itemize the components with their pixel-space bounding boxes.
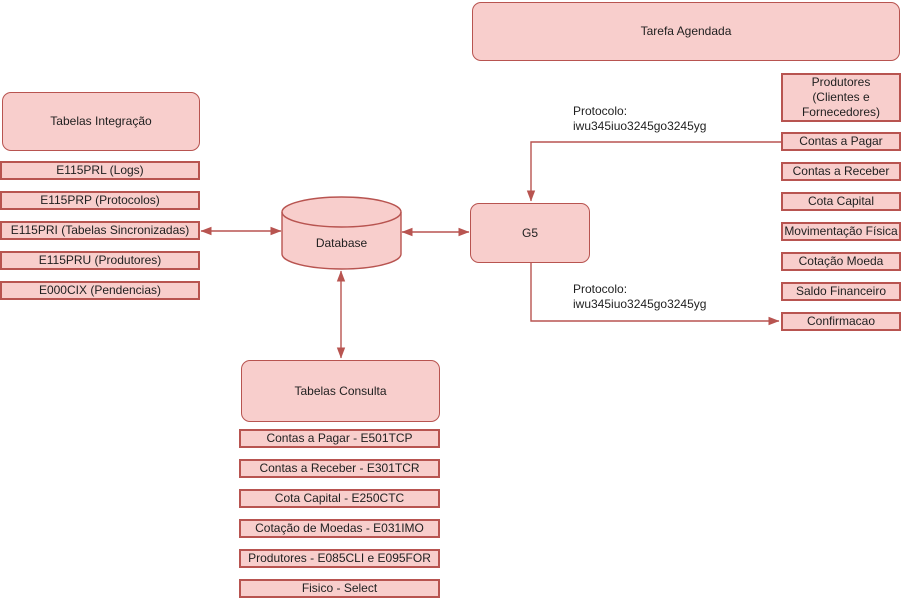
node-g5: G5 bbox=[470, 203, 590, 263]
connector-contas-a-pagar-g5 bbox=[526, 141, 781, 202]
label-protocolo-bottom-line1: Protocolo: bbox=[573, 282, 628, 296]
node-produtores-clientes-fornecedores: Produtores (Clientes e Fornecedores) bbox=[781, 73, 901, 122]
label-protocolo-contas-a-pagar-g5: Protocolo: iwu345iuo3245go3245yg bbox=[571, 104, 709, 134]
database-label: Database bbox=[315, 236, 368, 250]
label-protocolo-g5-confirmacao: Protocolo: iwu345iuo3245go3245yg bbox=[571, 282, 709, 312]
label-protocolo-bottom-line2: iwu345iuo3245go3245yg bbox=[573, 297, 707, 311]
node-fisico-select: Fisico - Select bbox=[239, 579, 440, 598]
node-cota-capital: Cota Capital bbox=[781, 192, 901, 211]
node-contas-a-receber-e301tcr: Contas a Receber - E301TCR bbox=[239, 459, 440, 478]
node-contas-a-pagar-e501tcp: Contas a Pagar - E501TCP bbox=[239, 429, 440, 448]
node-confirmacao: Confirmacao bbox=[781, 312, 901, 331]
node-tabelas-consulta: Tabelas Consulta bbox=[241, 360, 440, 422]
node-contas-a-pagar: Contas a Pagar bbox=[781, 132, 901, 151]
node-tarefa-agendada: Tarefa Agendada bbox=[472, 2, 900, 61]
node-e115pru-produtores: E115PRU (Produtores) bbox=[0, 251, 200, 270]
database-cylinder-icon bbox=[281, 196, 402, 270]
label-protocolo-top-line1: Protocolo: bbox=[573, 104, 628, 118]
node-contas-a-receber: Contas a Receber bbox=[781, 162, 901, 181]
node-e115prp-protocolos: E115PRP (Protocolos) bbox=[0, 191, 200, 210]
node-produtores-e085cli-e095for: Produtores - E085CLI e E095FOR bbox=[239, 549, 440, 568]
node-cota-capital-e250ctc: Cota Capital - E250CTC bbox=[239, 489, 440, 508]
node-cotacao-moeda: Cotação Moeda bbox=[781, 252, 901, 271]
node-tabelas-integracao: Tabelas Integração bbox=[2, 92, 200, 151]
node-e115pri-tabelas-sincronizadas: E115PRI (Tabelas Sincronizadas) bbox=[0, 221, 200, 240]
node-e115prl-logs: E115PRL (Logs) bbox=[0, 161, 200, 180]
connector-g5-confirmacao bbox=[530, 263, 780, 326]
node-movimentacao-fisica: Movimentação Física bbox=[781, 222, 901, 241]
node-cotacao-de-moedas-e031imo: Cotação de Moedas - E031IMO bbox=[239, 519, 440, 538]
label-protocolo-top-line2: iwu345iuo3245go3245yg bbox=[573, 119, 707, 133]
node-e000cix-pendencias: E000CIX (Pendencias) bbox=[0, 281, 200, 300]
node-saldo-financeiro: Saldo Financeiro bbox=[781, 282, 901, 301]
